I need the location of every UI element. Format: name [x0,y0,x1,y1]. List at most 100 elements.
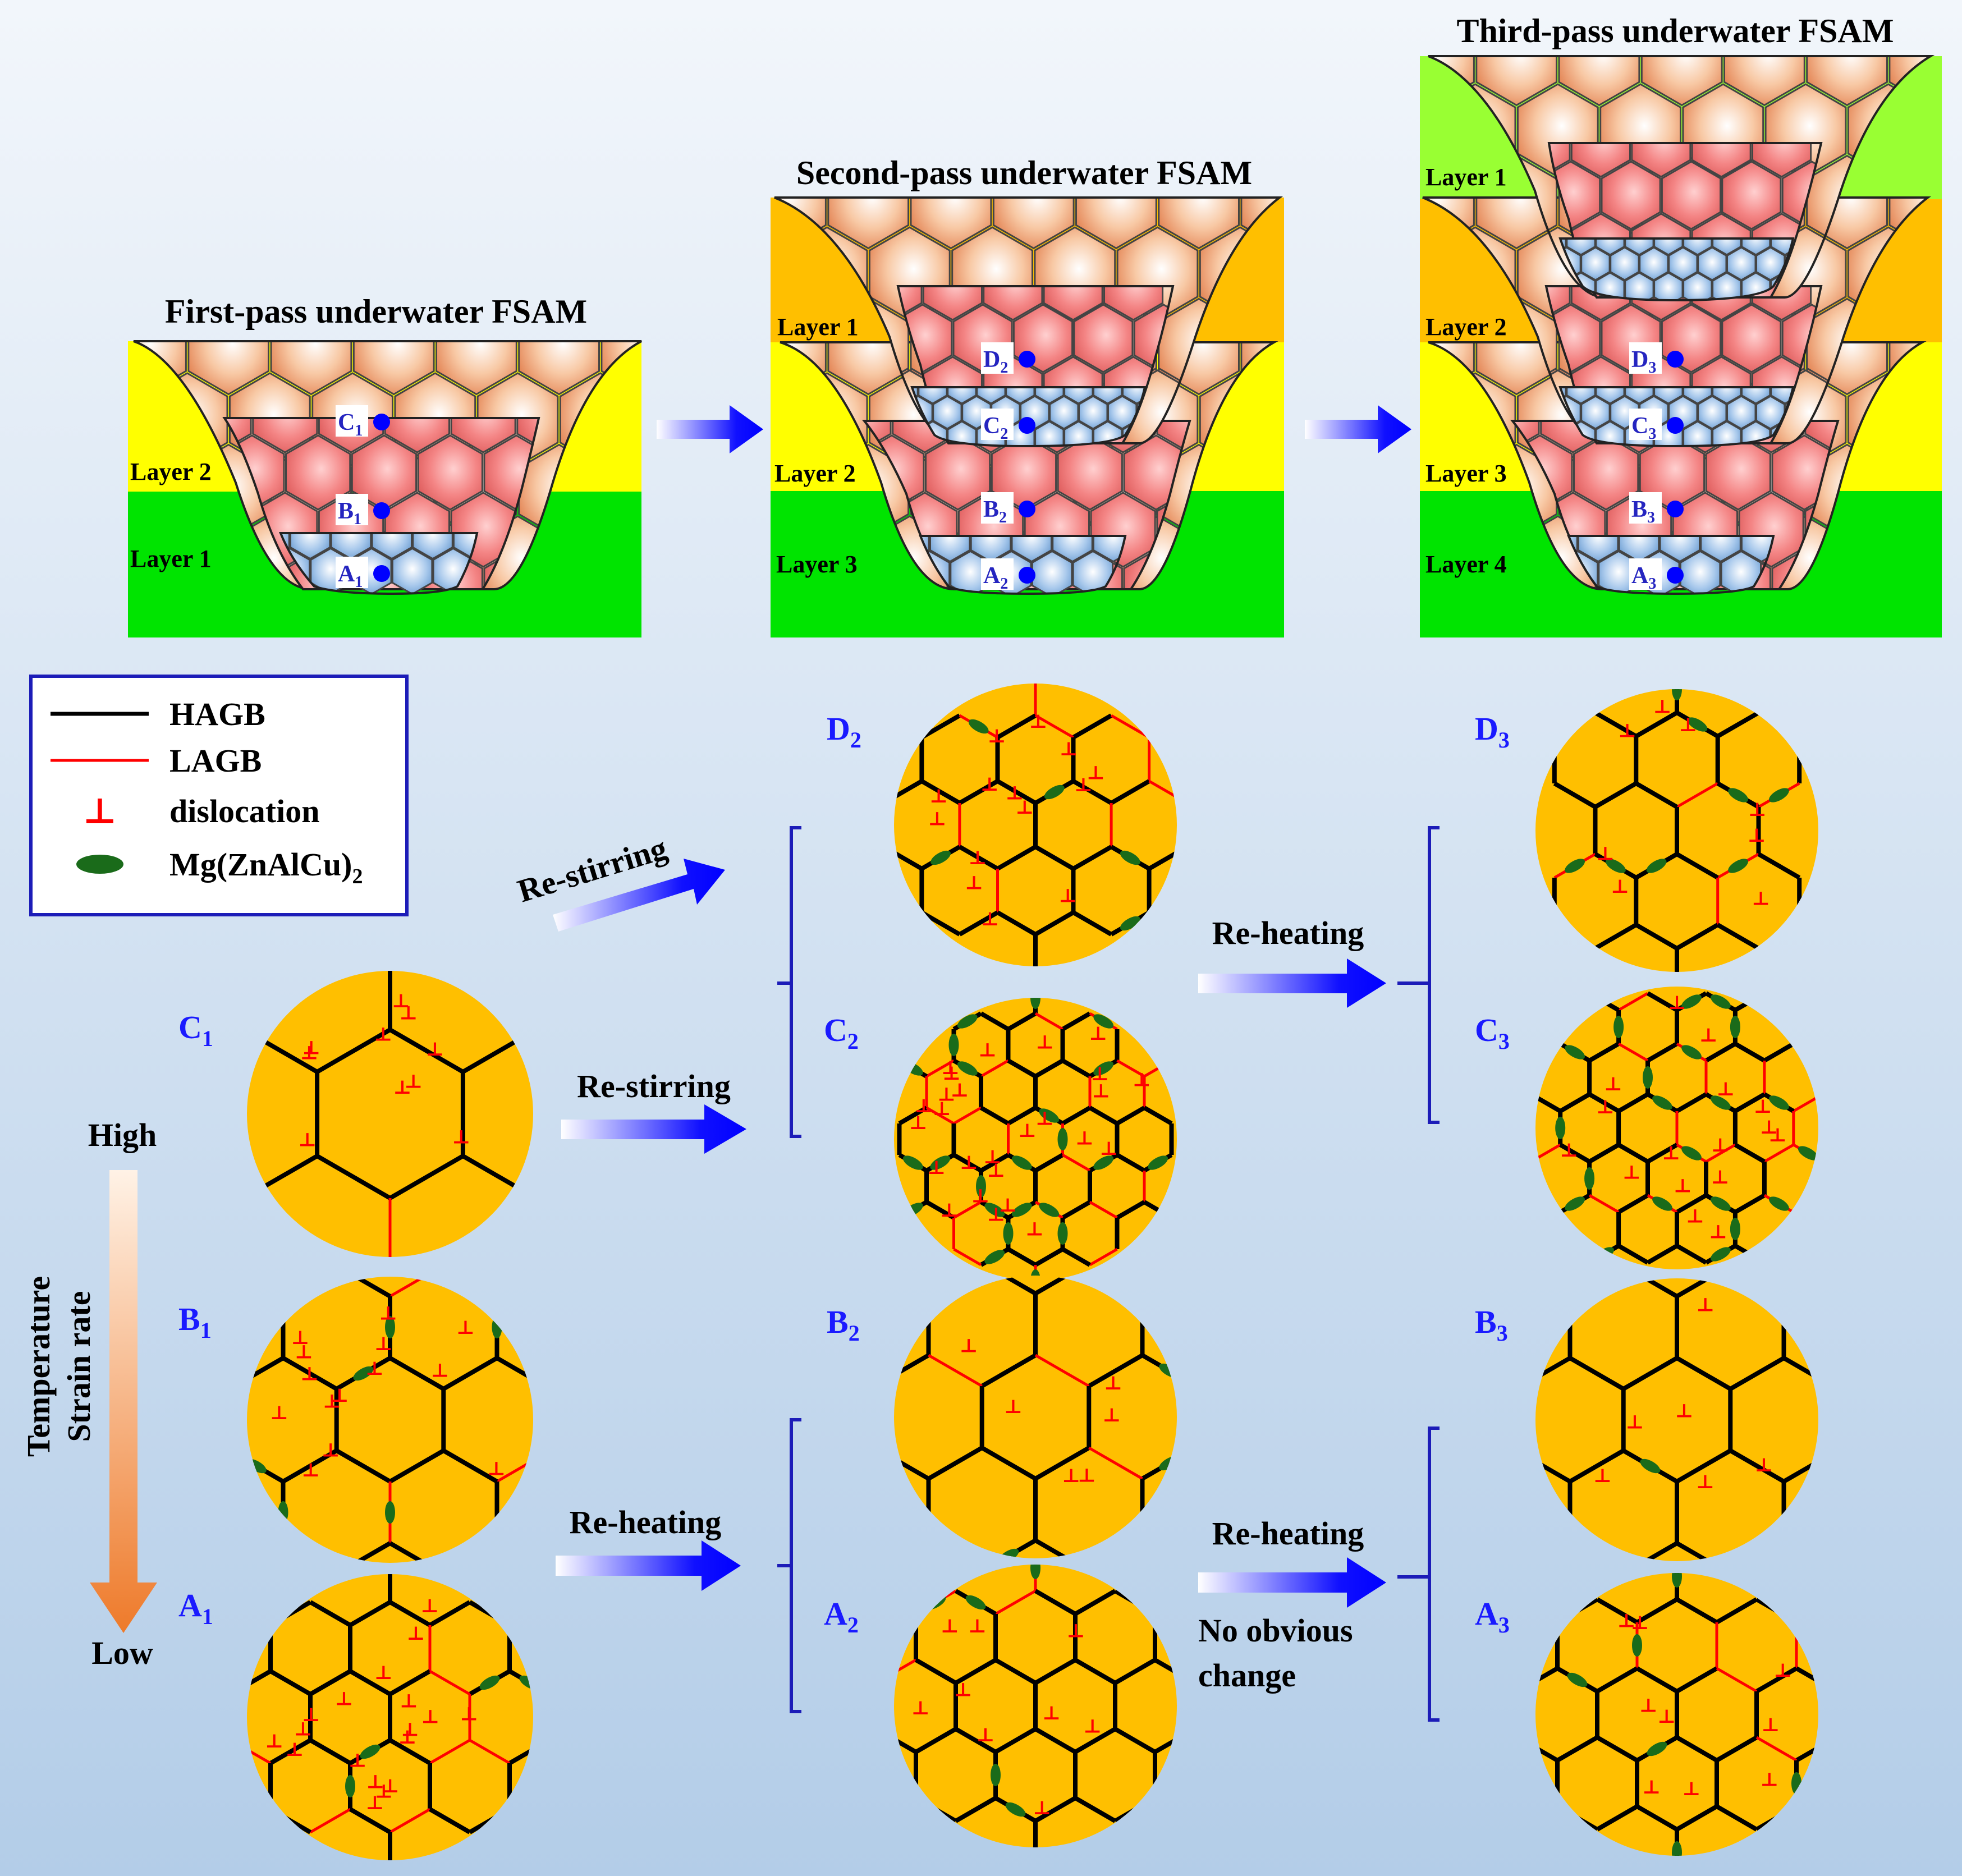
precipitate [1681,994,1702,1009]
hagb-boundary [1007,1247,1037,1267]
dislocation: ⊥ [1018,1121,1037,1141]
precipitate [1093,1061,1114,1076]
zone-outline [1544,285,1823,444]
hagb-boundary [980,1153,1010,1173]
hagb-boundary [920,779,961,805]
hagb-boundary [920,713,961,740]
bracket-c3d3 [1397,826,1440,1124]
dislocation: ⊥ [1099,1139,1118,1159]
fine-grain [1031,550,1073,594]
pass-arrow [657,405,763,453]
hagb-boundary [1647,1042,1678,1063]
hagb-boundary [1596,1666,1639,1694]
hagb-boundary [282,1448,338,1484]
dislocation: ⊥ [1035,1033,1054,1053]
hagb-boundary [996,713,1037,740]
coarse-grain [1723,56,1805,107]
lagb-boundary [1034,1012,1063,1031]
hagb-boundary [1757,852,1801,880]
hagb-boundary [920,910,961,937]
precipitate [991,1764,1001,1786]
dislocation: ⊥ [1596,1097,1615,1118]
hagb-boundary [442,1356,498,1391]
dislocation: ⊥ [1760,1770,1778,1791]
hagb-boundary [952,1153,982,1173]
legend-box [29,675,409,916]
precipitate [385,1316,395,1338]
hagb-boundary [914,1658,957,1685]
dislocation: ⊥ [1092,1081,1110,1102]
precipitate [345,1775,355,1797]
dislocation: ⊥ [1060,739,1078,760]
medium-grain [1631,286,1691,321]
lagb-boundary [389,1808,431,1834]
medium-grain [1073,304,1134,373]
circle-D2: ⊥⊥⊥⊥⊥⊥⊥⊥⊥⊥⊥⊥⊥⊥ [894,684,1177,966]
label-D2: D2 [827,710,861,753]
lagb-legend-label: LAGB [169,742,262,779]
hagb-boundary [1088,1353,1144,1388]
axis-high-label: High [88,1117,157,1153]
hagb-boundary [1116,1200,1145,1220]
hagb-boundary [349,1600,392,1627]
hagb-boundary [1110,779,1150,805]
temperature-strain-axis: High Low Temperature Strain rate [20,1117,157,1671]
lagb-boundary [1763,1143,1795,1163]
measurement-point [373,414,390,430]
no-change-label-2: change [1198,1657,1296,1694]
precipitate [1613,1016,1624,1038]
lagb-boundary [1088,1446,1143,1480]
grain-background [247,971,533,1257]
layer-label: Layer 3 [776,551,858,578]
dislocation: ⊥ [1560,1140,1578,1161]
dislocation: ⊥ [929,786,948,807]
hagb-boundary [1596,1597,1639,1625]
point-label: D2 [983,347,1008,377]
precipitate [1687,717,1708,732]
hagb-boundary [1034,1446,1090,1481]
dislocation: ⊥ [1617,1611,1636,1631]
lagb-boundary [953,1247,982,1267]
lagb-boundary [429,1739,471,1765]
dislocation: ⊥ [1711,1167,1730,1188]
dislocation: ⊥ [1657,1707,1676,1727]
zone-outline [1547,142,1823,299]
grain-background [247,1277,533,1563]
dislocation: ⊥ [270,1403,288,1424]
layer-label: Layer 2 [1425,313,1507,341]
lagb-boundary [1716,1667,1758,1693]
axis-arrow [90,1170,157,1633]
hagb-boundary [269,1669,312,1696]
hagb-boundary [388,1738,432,1765]
lagb-boundary [925,1059,955,1078]
dislocation: ⊥ [1006,783,1024,804]
hagb-boundary [958,779,999,805]
dislocation: ⊥ [1674,1176,1692,1196]
dislocation: ⊥ [937,1084,956,1105]
dislocation: ⊥ [487,1459,506,1480]
dislocation-legend-symbol: ⊥ [82,791,117,831]
hagb-boundary [428,1600,471,1627]
zone-outline [1558,386,1795,448]
dislocation: ⊥ [1075,1129,1094,1149]
hagb-boundary [389,1356,445,1391]
dislocation: ⊥ [1711,1135,1730,1156]
hagb-boundary [1647,1143,1678,1164]
precipitate [1711,1196,1731,1211]
precipitate [976,1175,986,1198]
coarse-grain [1558,56,1640,107]
precipitate [1643,1066,1653,1089]
lagb-boundary [953,1200,982,1219]
circle-A3: ⊥⊥⊥⊥⊥⊥⊥⊥⊥ [1535,1573,1818,1856]
hagb-boundary [1034,1796,1077,1823]
hagb-boundary [1675,1735,1718,1763]
dislocation: ⊥ [1752,889,1770,910]
dislocation: ⊥ [980,774,999,795]
hagb-boundary [1617,1193,1649,1214]
dislocation: ⊥ [998,1195,1017,1216]
fine-grain [1683,238,1713,256]
point-label: B2 [983,497,1007,526]
dislocation: ⊥ [1078,1465,1096,1486]
hagb-boundary [247,1356,285,1391]
bracket-c2d2 [777,826,801,1138]
